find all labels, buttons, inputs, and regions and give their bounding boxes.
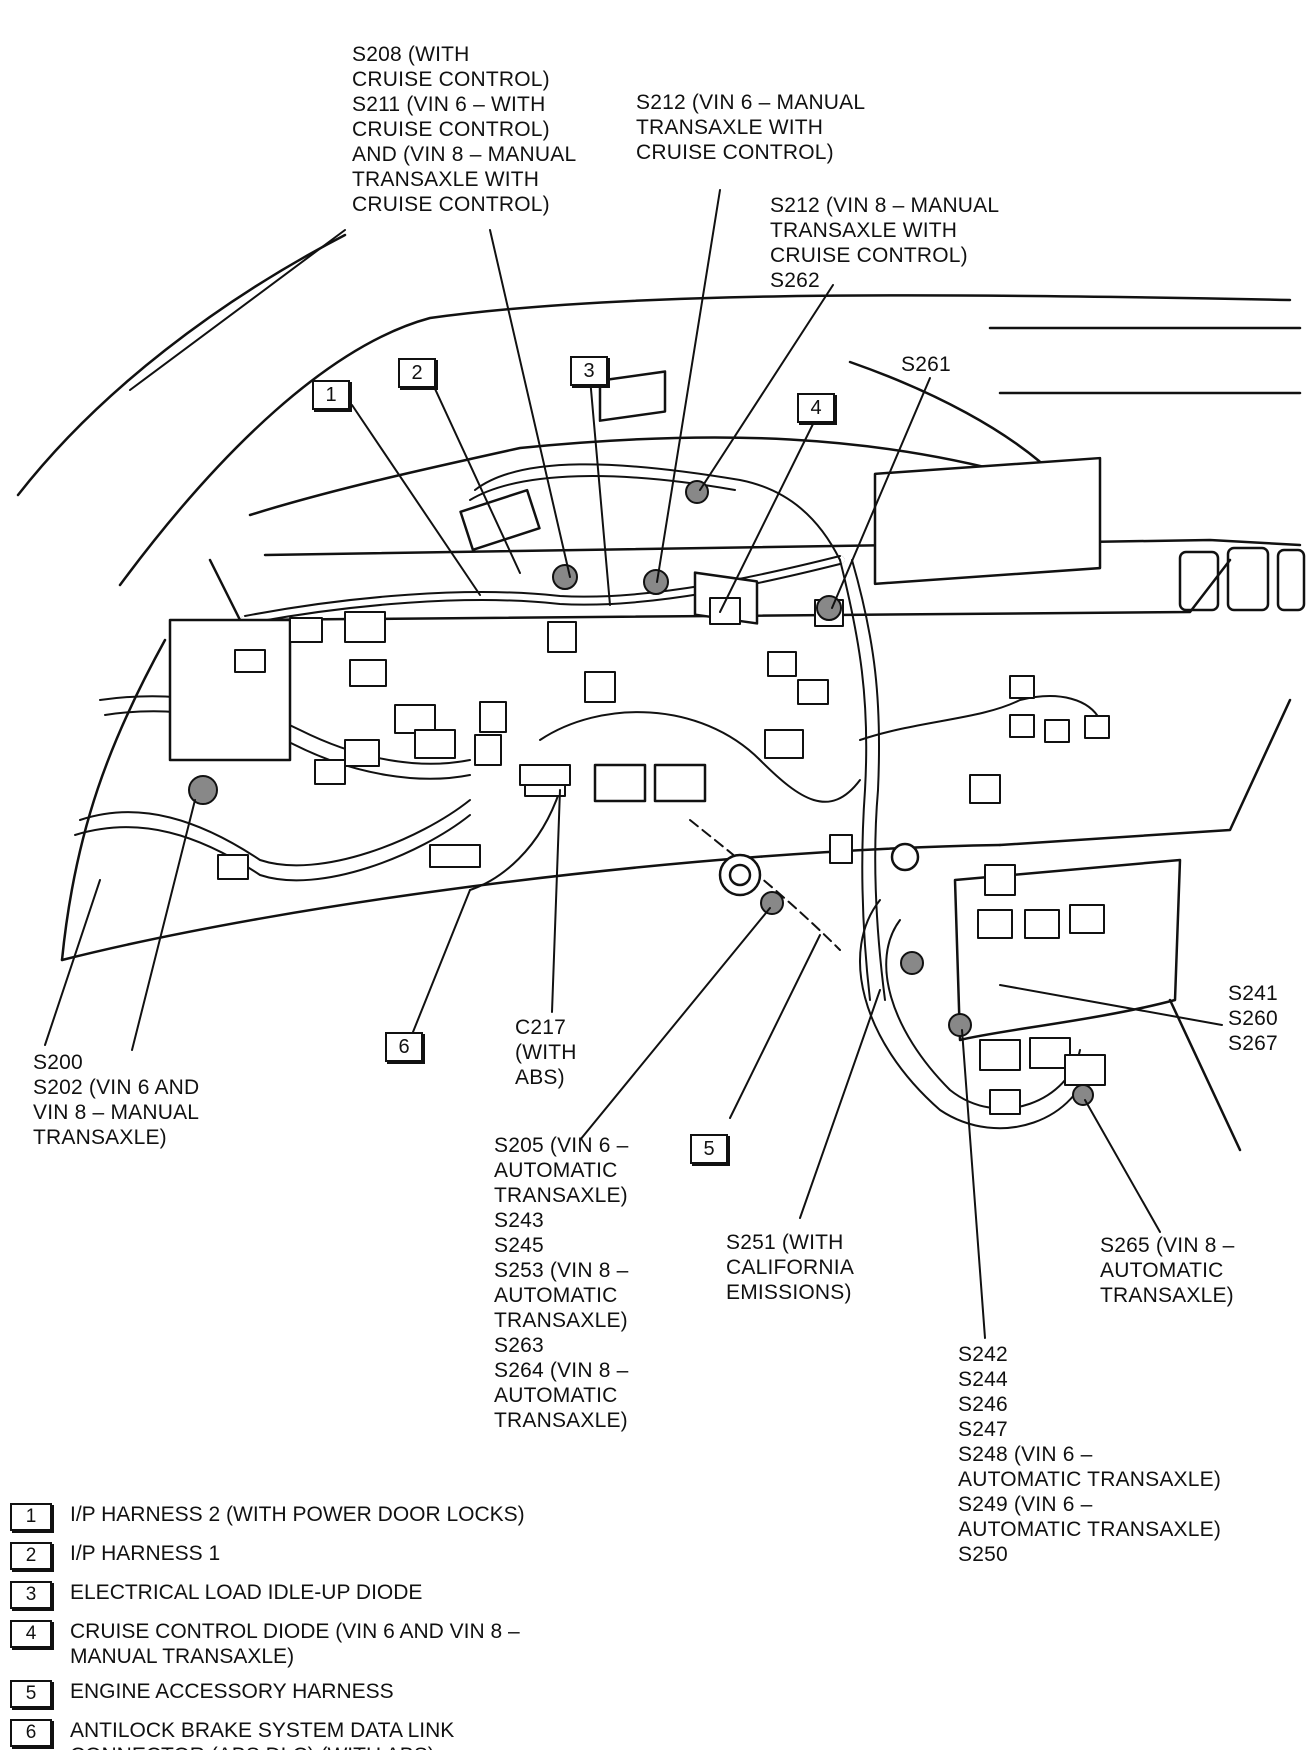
- label-s261: S261: [901, 353, 951, 376]
- windshield-inner-arc: [118, 294, 1292, 587]
- label-s212-vin8-s262: S212 (VIN 8 – MANUAL TRANSAXLE WITH CRUI…: [770, 194, 1000, 292]
- legend-text-1: I/P HARNESS 2 (WITH POWER DOOR LOCKS): [70, 1503, 525, 1526]
- legend-text-5: ENGINE ACCESSORY HARNESS: [70, 1680, 394, 1703]
- legend-item-4: 4 CRUISE CONTROL DIODE (VIN 6 AND VIN 8 …: [10, 1619, 630, 1669]
- legend-text-3: ELECTRICAL LOAD IDLE-UP DIODE: [70, 1581, 423, 1604]
- callout-5: 5: [690, 1134, 728, 1164]
- legend-num-2: 2: [10, 1542, 52, 1570]
- harness-lower-left: [79, 799, 471, 867]
- lower-right-edge: [1168, 998, 1242, 1152]
- module-upper-1: [598, 370, 667, 422]
- label-s241-s260-s267: S241 S260 S267: [1228, 982, 1278, 1055]
- callout-6: 6: [385, 1032, 423, 1062]
- windshield-outline: [16, 233, 347, 497]
- dash-lower-edge: [60, 843, 1002, 962]
- vent-3: [1276, 548, 1306, 612]
- harness-lower-left-2: [74, 814, 471, 882]
- callout-3: 3: [570, 356, 608, 386]
- harness-left-loop-2: [104, 710, 471, 780]
- harness-trunk-down-2: [851, 559, 886, 1001]
- leader-lines: [44, 189, 1223, 1339]
- legend-item-1: 1 I/P HARNESS 2 (WITH POWER DOOR LOCKS): [10, 1502, 630, 1531]
- dash-left-side: [60, 638, 167, 962]
- legend-item-5: 5 ENGINE ACCESSORY HARNESS: [10, 1679, 630, 1708]
- callout-1: 1: [312, 380, 350, 410]
- legend-num-1: 1: [10, 1503, 52, 1531]
- callout-2: 2: [398, 358, 436, 388]
- module-left-box: [168, 618, 292, 762]
- vent-1: [1178, 550, 1220, 612]
- callout-4: 4: [797, 393, 835, 423]
- harness-engine-accessory: [689, 819, 841, 951]
- module-upper-left: [459, 488, 541, 552]
- harness-right-branch: [859, 695, 1101, 741]
- legend-num-3: 3: [10, 1581, 52, 1609]
- legend: 1 I/P HARNESS 2 (WITH POWER DOOR LOCKS) …: [10, 1502, 630, 1750]
- dash-upper-face: [263, 538, 1302, 557]
- legend-item-3: 3 ELECTRICAL LOAD IDLE-UP DIODE: [10, 1580, 630, 1609]
- harness-lower-bundle-2: [885, 919, 1081, 1110]
- label-s251: S251 (WITH CALIFORNIA EMISSIONS): [726, 1231, 855, 1304]
- legend-text-6: ANTILOCK BRAKE SYSTEM DATA LINK CONNECTO…: [70, 1719, 455, 1750]
- harness-left-loop: [99, 695, 471, 765]
- legend-num-6: 6: [10, 1719, 52, 1747]
- legend-num-4: 4: [10, 1620, 52, 1648]
- module-fusebox: [873, 456, 1102, 586]
- module-center-1: [593, 763, 647, 803]
- label-s265: S265 (VIN 8 – AUTOMATIC TRANSAXLE): [1100, 1234, 1235, 1307]
- legend-num-5: 5: [10, 1680, 52, 1708]
- ground-eyelet: [890, 842, 920, 872]
- harness-dlc-lead: [469, 789, 561, 891]
- dash-right-face: [998, 698, 1292, 847]
- legend-item-6: 6 ANTILOCK BRAKE SYSTEM DATA LINK CONNEC…: [10, 1718, 630, 1750]
- connector-group: [217, 597, 1110, 1115]
- harness-center-loop: [539, 711, 861, 803]
- splice-points: [188, 480, 1094, 1106]
- harness-trunk-down: [839, 559, 871, 1001]
- label-s212-vin6: S212 (VIN 6 – MANUAL TRANSAXLE WITH CRUI…: [636, 91, 866, 164]
- label-c217: C217 (WITH ABS): [515, 1016, 577, 1089]
- label-s205-group: S205 (VIN 6 – AUTOMATIC TRANSAXLE) S243 …: [494, 1134, 629, 1432]
- grommet-inner: [728, 863, 752, 887]
- dash-top-curve: [248, 436, 1062, 517]
- legend-item-2: 2 I/P HARNESS 1: [10, 1541, 630, 1570]
- label-s242-group: S242 S244 S246 S247 S248 (VIN 6 – AUTOMA…: [958, 1343, 1222, 1566]
- label-s200-s202: S200 S202 (VIN 6 AND VIN 8 – MANUAL TRAN…: [33, 1051, 200, 1149]
- vent-2: [1226, 546, 1270, 612]
- legend-text-4: CRUISE CONTROL DIODE (VIN 6 AND VIN 8 – …: [70, 1620, 520, 1668]
- harness-main-2: [240, 555, 845, 625]
- legend-text-2: I/P HARNESS 1: [70, 1542, 221, 1565]
- label-s208-s211: S208 (WITH CRUISE CONTROL) S211 (VIN 6 –…: [352, 43, 577, 216]
- module-center-2: [653, 763, 707, 803]
- harness-lower-bundle: [859, 899, 1091, 1130]
